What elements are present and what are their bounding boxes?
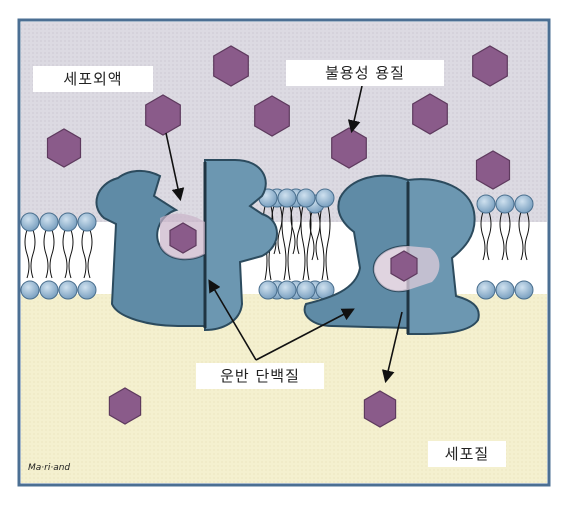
arrow-solute-exiting — [381, 311, 403, 384]
solute-hexagon — [472, 45, 508, 87]
label-insoluble-solute: 불용성 용질 — [286, 60, 444, 86]
solute-hexagon — [108, 387, 142, 425]
lipid-head — [476, 194, 496, 214]
solute-hexagon — [363, 390, 397, 428]
lipid-tail — [81, 229, 93, 279]
label-extracellular: 세포외액 — [33, 66, 153, 92]
lipid-tail — [300, 205, 312, 281]
solute-hexagon — [169, 222, 197, 254]
arrow-carrier-right — [255, 308, 355, 361]
lipid-head — [476, 280, 496, 300]
lipid-head — [495, 280, 515, 300]
label-carrier-protein: 운반 단백질 — [196, 363, 324, 389]
lipid-head — [39, 212, 59, 232]
lipid-tail — [319, 205, 331, 281]
arrow-insoluble-solute — [347, 85, 363, 134]
solute-molecules — [46, 45, 511, 428]
lipid-tail — [24, 229, 36, 279]
arrows — [165, 85, 403, 384]
lipid-tail — [43, 229, 55, 279]
lipid-tail — [499, 211, 511, 261]
lipid-head — [58, 212, 78, 232]
lipid-tail — [62, 229, 74, 279]
lipid-head — [296, 280, 316, 300]
lipid-head — [77, 280, 97, 300]
lipid-tail — [518, 211, 530, 261]
lipid-head — [20, 280, 40, 300]
lipid-head — [315, 188, 335, 208]
lipid-head — [39, 280, 59, 300]
lipid-bilayer — [20, 188, 547, 300]
lipid-head — [277, 188, 297, 208]
lipid-head — [277, 280, 297, 300]
arrow-carrier-left — [208, 279, 257, 361]
solute-hexagon — [145, 94, 181, 136]
lipid-head — [77, 212, 97, 232]
solute-hexagon — [213, 45, 249, 87]
lipid-head — [58, 280, 78, 300]
lipid-head — [514, 280, 534, 300]
diagram-frame — [17, 18, 551, 487]
lipid-head — [514, 194, 534, 214]
solute-hexagon — [475, 150, 511, 190]
label-cytoplasm: 세포질 — [428, 441, 506, 467]
solute-hexagon — [46, 128, 82, 168]
artist-signature: Ma·ri·and — [28, 463, 70, 473]
lipid-head — [296, 188, 316, 208]
solute-hexagon — [254, 95, 290, 137]
solute-hexagon — [412, 93, 448, 135]
arrow-solute-entering — [165, 132, 185, 202]
lipid-head — [258, 280, 278, 300]
solute-hexagon — [390, 250, 418, 282]
lipid-head — [20, 212, 40, 232]
lipid-tail — [480, 211, 492, 261]
lipid-head — [495, 194, 515, 214]
carrier-protein-left — [95, 159, 278, 332]
lipid-tail — [281, 205, 293, 281]
